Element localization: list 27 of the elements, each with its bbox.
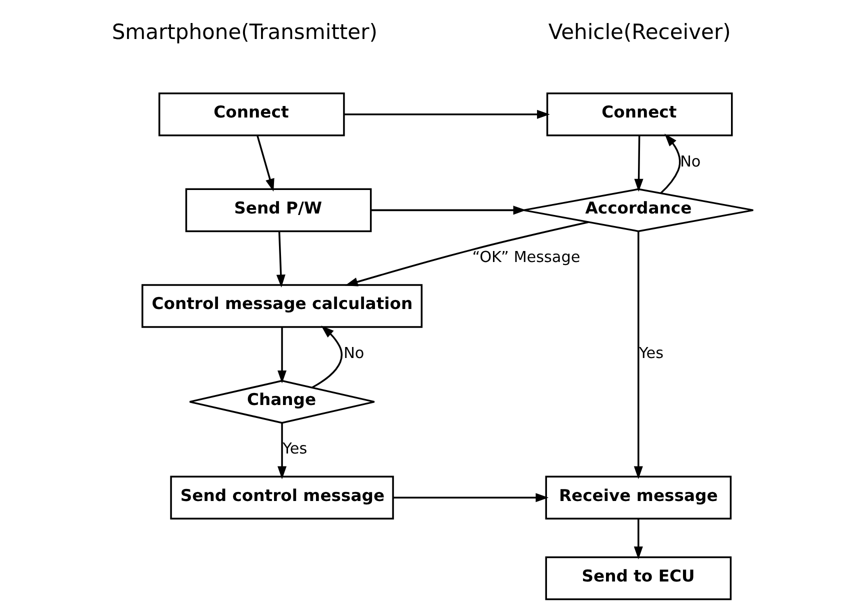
arrow [393,493,549,502]
edge-label: No [344,344,364,362]
node-diamond: Change [188,380,376,424]
node-box: Receive message [545,476,732,520]
arrow [370,206,526,215]
node-box: Send to ECU [545,556,732,600]
arrow [256,136,274,192]
node-box: Send control message [170,476,394,520]
arrow [278,327,287,384]
arrow [634,518,643,560]
edge-label: No [680,152,701,170]
node-diamond: Accordance [522,188,754,232]
label: Vehicle(Receiver) [548,18,731,44]
arrow [634,231,643,480]
arrow [312,326,343,388]
arrow [660,134,681,194]
node-box: Connect [546,92,733,136]
node-box: Connect [158,92,345,136]
arrow [344,221,589,286]
arrow [344,110,550,119]
node-box: Control message calculation [142,284,423,328]
node-box: Send P/W [185,188,372,232]
label: Smartphone(Transmitter) [112,18,378,44]
arrow [634,136,644,192]
arrow [276,232,286,288]
edge-label: “OK” Message [472,248,580,266]
arrow [278,423,287,480]
